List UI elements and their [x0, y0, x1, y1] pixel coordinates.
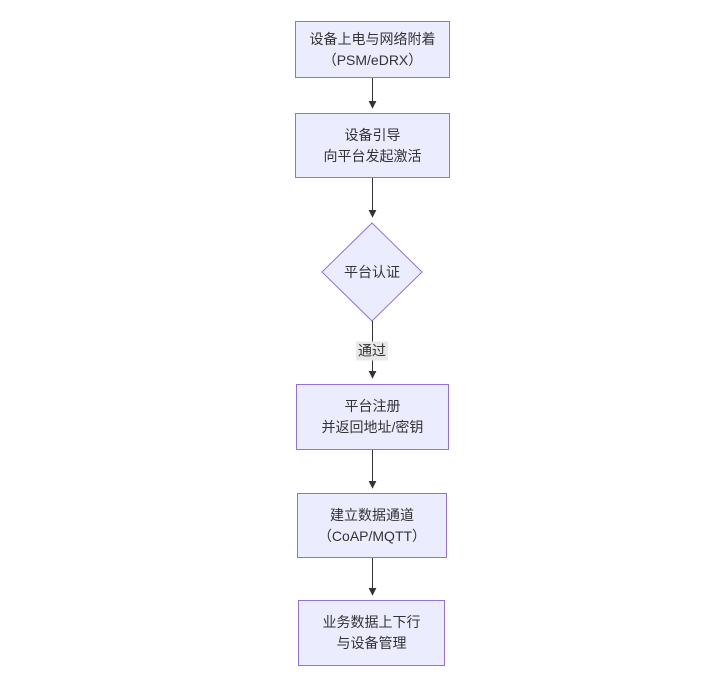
- node-business-data-line1: 业务数据上下行: [322, 614, 421, 630]
- edge-label-pass: 通过: [356, 341, 388, 361]
- node-data-channel-line1: 建立数据通道: [330, 506, 414, 523]
- node-business-data-line2: 与设备管理: [336, 635, 407, 651]
- node-platform-auth-text: 平台认证: [344, 264, 400, 280]
- node-business-data: 业务数据上下行 与设备管理: [298, 600, 445, 666]
- node-platform-register: 平台注册 并返回地址/密钥: [296, 384, 449, 450]
- node-platform-register-line1: 平台注册: [344, 398, 401, 414]
- node-device-bootstrap: 设备引导 向平台发起激活: [295, 113, 450, 178]
- node-device-bootstrap-line2: 向平台发起激活: [323, 147, 422, 164]
- node-data-channel-line2: （CoAP/MQTT）: [317, 527, 427, 544]
- node-device-bootstrap-line1: 设备引导: [344, 126, 401, 143]
- node-power-network-attach-line1: 设备上电与网络附着: [309, 30, 436, 47]
- node-data-channel: 建立数据通道 （CoAP/MQTT）: [297, 493, 447, 558]
- node-power-network-attach: 设备上电与网络附着 （PSM/eDRX）: [295, 21, 450, 78]
- node-platform-auth-label: 平台认证: [322, 223, 422, 321]
- node-platform-register-line2: 并返回地址/密钥: [321, 419, 424, 435]
- node-power-network-attach-line2: （PSM/eDRX）: [322, 51, 423, 68]
